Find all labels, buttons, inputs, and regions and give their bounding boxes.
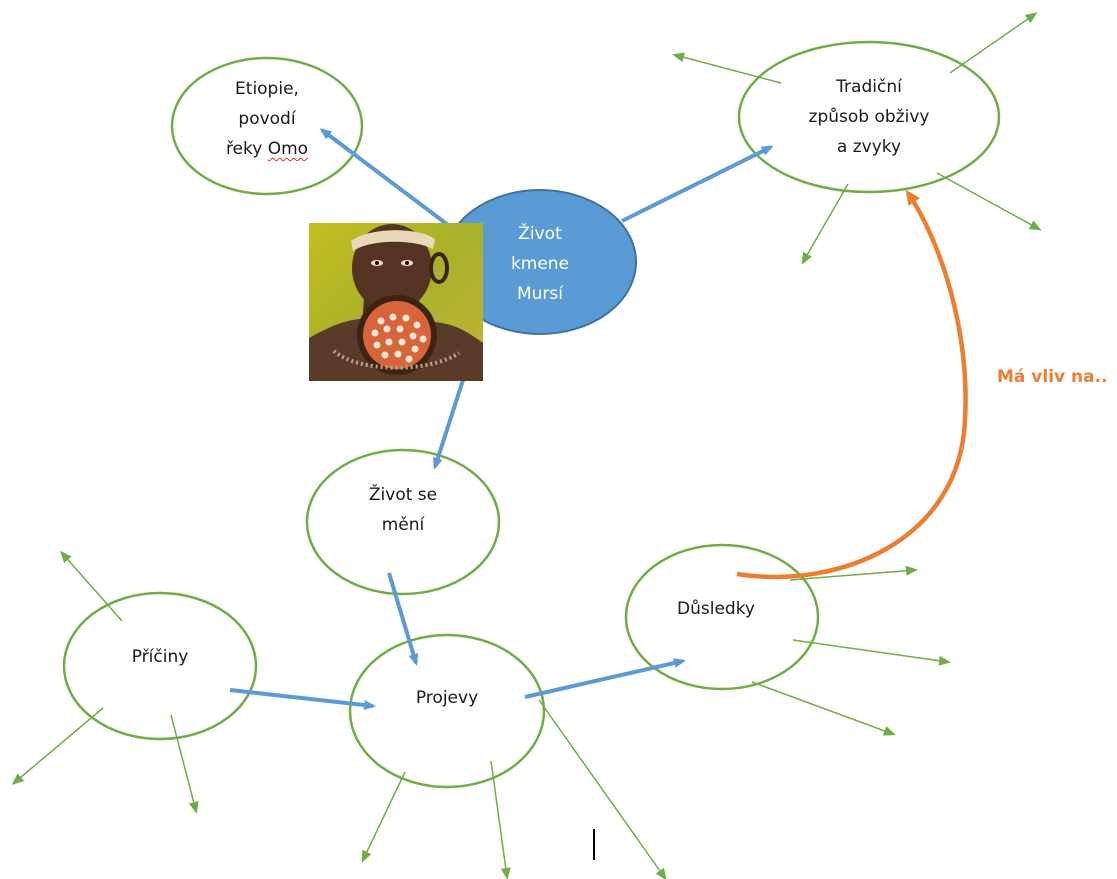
arrow-projevy-out-3	[538, 699, 667, 879]
arrow-priciny-out-1	[60, 550, 123, 622]
arrow-projevy-out-2	[490, 760, 511, 879]
arrow-priciny-to-projevy	[229, 688, 376, 710]
arrow-zivot-to-projevy	[387, 572, 419, 666]
tradicni-line3: a zvyky	[836, 137, 902, 157]
etiopie-line3b: Omo	[267, 139, 309, 159]
zivot-se-meni-text: Život se mění	[323, 480, 483, 540]
center-text: Život kmene Mursí	[485, 219, 595, 309]
arrow-dusledky-to-tradicni	[736, 189, 968, 580]
arrow-priciny-out-3	[170, 714, 199, 814]
mursi-portrait-photo	[309, 223, 483, 381]
center-line1: Život	[518, 224, 562, 244]
text-cursor	[593, 829, 595, 860]
node-projevy	[348, 633, 546, 789]
node-zivot-se-meni	[305, 448, 501, 596]
node-priciny	[62, 591, 258, 741]
tradicni-text: Tradiční způsob obživy a zvyky	[769, 72, 969, 162]
tradicni-line1: Tradiční	[836, 77, 902, 97]
node-dusledky	[624, 543, 820, 691]
center-line3: Mursí	[516, 284, 563, 304]
arrow-projevy-to-dusledky	[524, 658, 686, 699]
dusledky-text: Důsledky	[677, 599, 755, 619]
etiopie-line1: Etiopie,	[235, 79, 299, 99]
zivot-se-meni-line1: Život se	[368, 485, 438, 505]
node-tradicni	[737, 40, 1001, 194]
arrow-dusledky-out-2	[792, 639, 951, 666]
arrow-priciny-out-2	[11, 707, 104, 785]
zivot-se-meni-line2: mění	[381, 515, 425, 535]
arrow-dusledky-out-1	[789, 565, 918, 581]
etiopie-line2: povodí	[238, 109, 296, 129]
edge-label-ma-vliv-na: Má vliv na..	[997, 367, 1108, 387]
etiopie-line3a: řeky	[225, 139, 268, 159]
priciny-text: Příčiny	[131, 647, 189, 667]
etiopie-line3: řeky Omo	[187, 134, 347, 164]
arrow-tradicni-out-3	[801, 183, 849, 265]
arrow-dusledky-out-3	[751, 681, 896, 736]
arrow-projevy-out-1	[361, 771, 406, 863]
node-etiopie	[170, 56, 364, 196]
arrow-center-to-zivot-se-meni	[432, 379, 465, 470]
etiopie-text: Etiopie, povodí řeky Omo	[187, 74, 347, 164]
arrow-tradicni-out-2	[949, 12, 1038, 74]
center-line2: kmene	[510, 254, 570, 274]
projevy-text: Projevy	[415, 688, 479, 708]
arrow-tradicni-out-1	[672, 52, 782, 84]
arrow-center-to-tradicni	[621, 145, 774, 223]
tradicni-line2: způsob obživy	[808, 107, 930, 127]
arrow-center-to-etiopie	[319, 128, 450, 227]
arrow-tradicni-out-4	[936, 172, 1042, 231]
